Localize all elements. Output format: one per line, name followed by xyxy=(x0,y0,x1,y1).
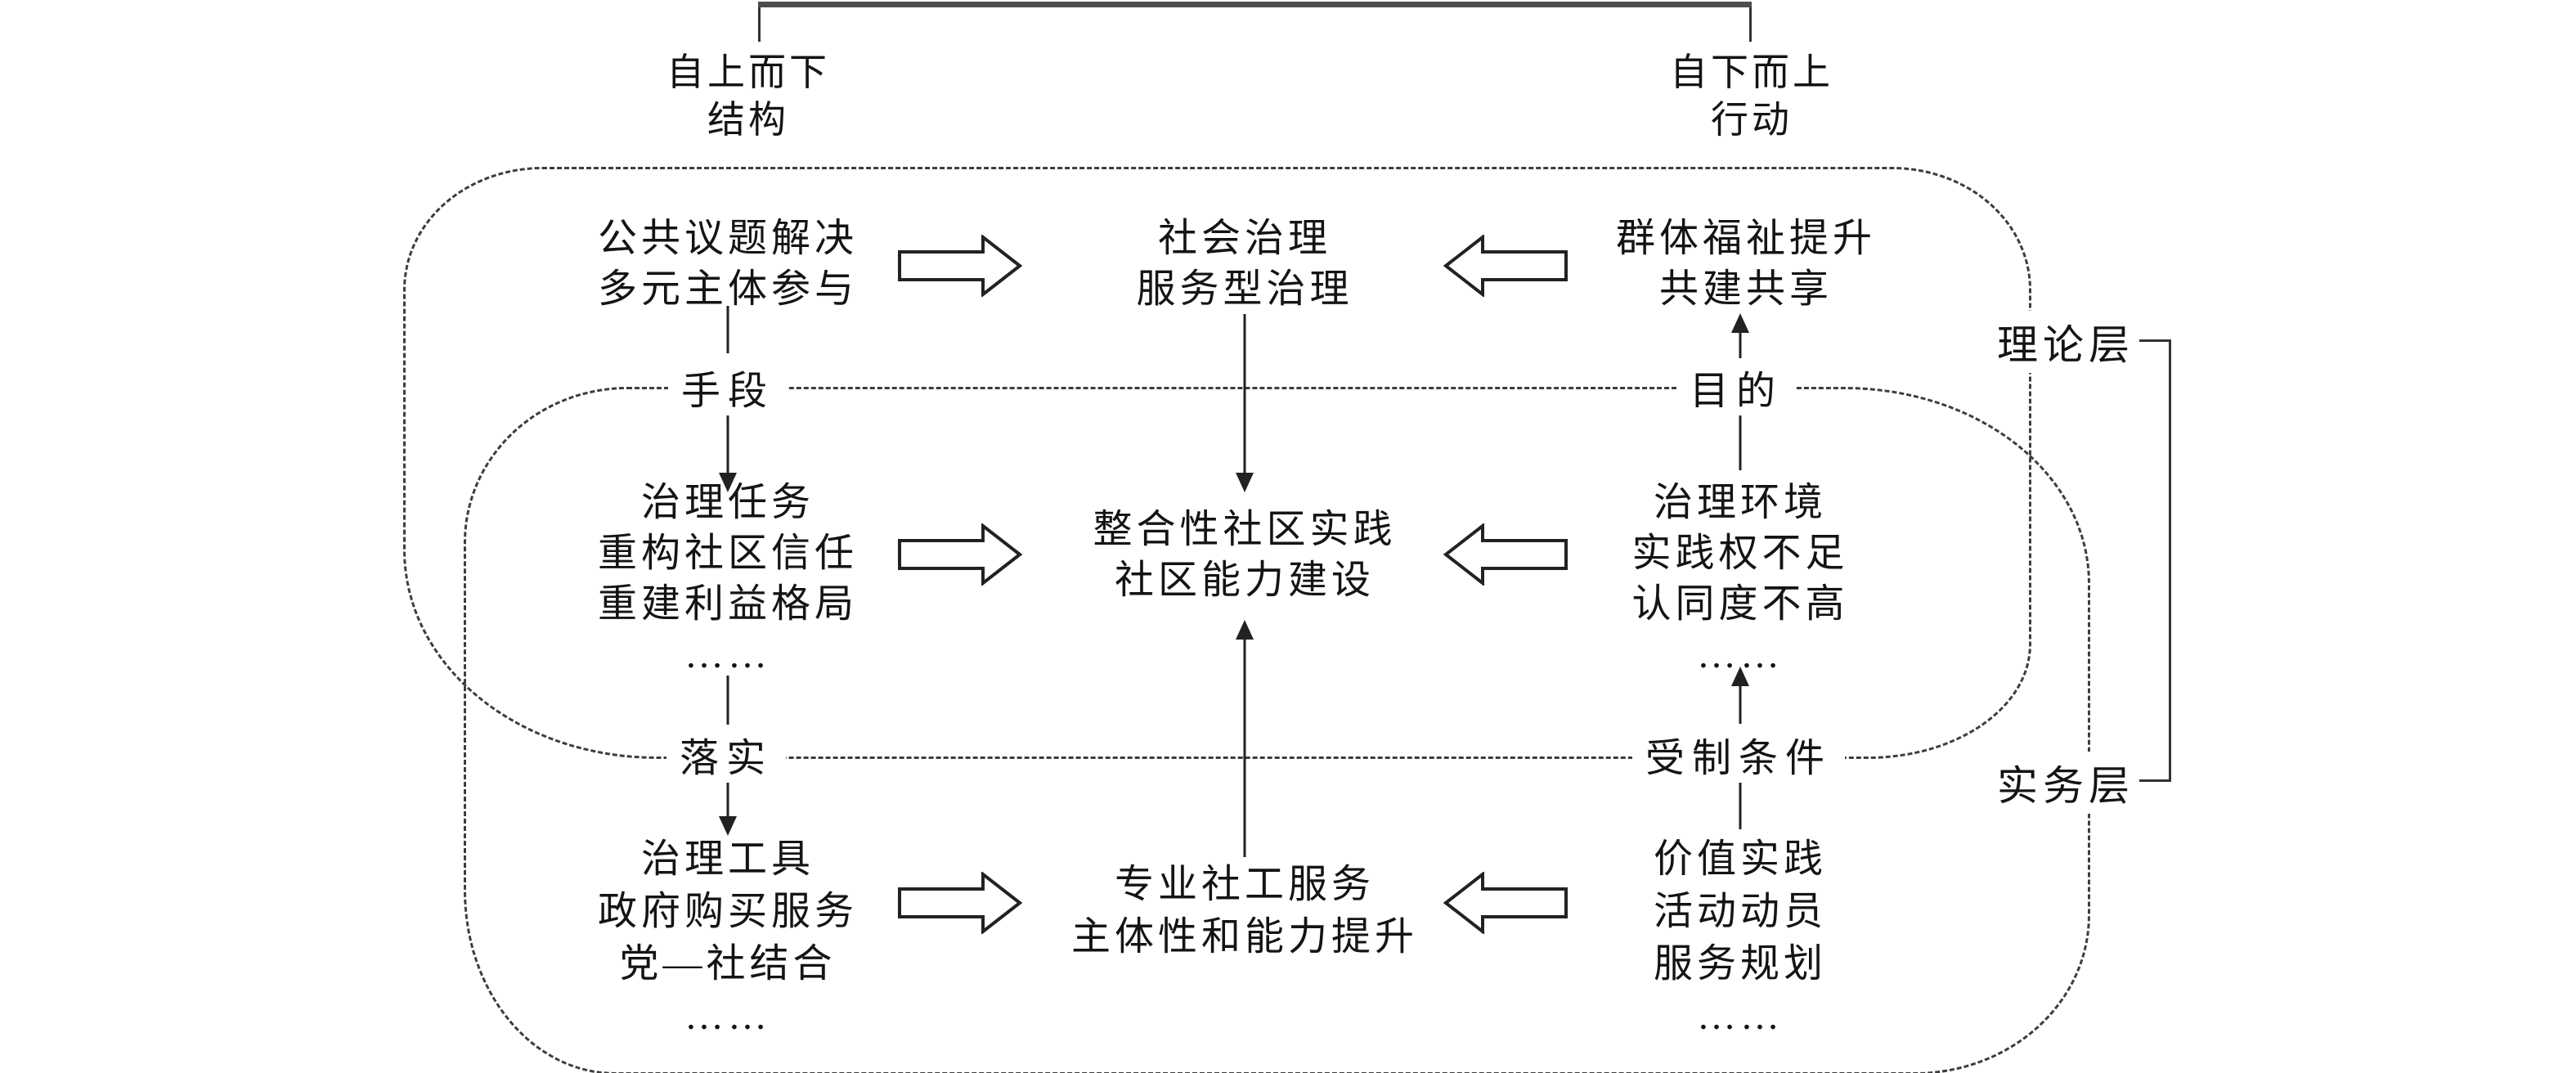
node-value-practice: 价值实践 活动动员 服务规划 …… xyxy=(1654,833,1827,1043)
layer-bracket-top-tick xyxy=(2132,339,2171,342)
label-purpose: 目的 xyxy=(1676,358,1797,415)
arrow-right-constraint-up xyxy=(1739,685,1742,724)
node-line: …… xyxy=(1696,994,1784,1038)
hollow-arrow-left-row2-icon xyxy=(1443,523,1568,586)
connector-left-2 xyxy=(726,676,729,725)
node-line: 服务型治理 xyxy=(1136,267,1353,311)
label-line: 自上而下 xyxy=(666,52,830,93)
arrow-center-up xyxy=(1243,638,1246,857)
arrowhead-down-icon xyxy=(719,816,737,836)
arrowhead-up-icon xyxy=(1731,667,1749,686)
arrow-left-implement-to-tools xyxy=(726,779,729,818)
arrow-center-down xyxy=(1243,314,1246,474)
top-bracket-left-leg xyxy=(758,7,761,42)
node-line: …… xyxy=(684,633,771,676)
layer-bracket-bottom-tick xyxy=(2132,779,2171,782)
hollow-arrow-right-row1-icon xyxy=(898,235,1022,297)
label-line: 行动 xyxy=(1711,99,1793,141)
node-line: 主体性和能力提升 xyxy=(1070,915,1419,959)
label-bottom-up-action: 自下而上 行动 xyxy=(1670,49,1833,144)
top-bracket-bar xyxy=(758,2,1752,7)
arrowhead-up-icon xyxy=(1731,313,1749,333)
label-line: 自下而上 xyxy=(1670,52,1833,93)
connector-right-2 xyxy=(1739,779,1742,829)
node-integrative-practice: 整合性社区实践 社区能力建设 xyxy=(1093,505,1396,606)
label-implement: 落实 xyxy=(666,725,787,783)
node-line: 社区能力建设 xyxy=(1114,559,1376,602)
node-line: 社会治理 xyxy=(1157,217,1332,260)
node-line: 服务规划 xyxy=(1653,942,1828,985)
node-professional-social-work: 专业社工服务 主体性和能力提升 xyxy=(1071,859,1418,963)
hollow-arrow-left-row3-icon xyxy=(1443,872,1568,934)
node-social-governance: 社会治理 服务型治理 xyxy=(1136,213,1353,315)
arrow-right-purpose-up xyxy=(1739,331,1742,358)
layer-bracket-vertical xyxy=(2169,339,2171,782)
arrow-left-means-to-tasks xyxy=(726,413,729,474)
arrowhead-down-icon xyxy=(719,473,737,492)
hollow-arrow-left-row1-icon xyxy=(1443,235,1568,297)
connector-left-1 xyxy=(726,306,729,353)
label-means: 手段 xyxy=(667,358,788,415)
label-practice-layer: 实务层 xyxy=(1992,752,2139,814)
node-line: 专业社工服务 xyxy=(1114,863,1376,906)
hollow-arrow-right-row2-icon xyxy=(898,523,1022,586)
node-line: 活动动员 xyxy=(1653,890,1828,933)
label-line: 结构 xyxy=(707,99,789,141)
label-theory-layer: 理论层 xyxy=(1992,311,2139,373)
hollow-arrow-right-row3-icon xyxy=(898,872,1022,934)
label-top-down-structure: 自上而下 结构 xyxy=(666,49,830,144)
node-line: 整合性社区实践 xyxy=(1093,508,1397,551)
arrowhead-up-icon xyxy=(1236,620,1254,640)
top-bracket-right-leg xyxy=(1749,7,1752,42)
label-constraint: 受制条件 xyxy=(1631,725,1846,783)
node-line: 价值实践 xyxy=(1653,837,1828,881)
arrowhead-down-icon xyxy=(1236,473,1254,492)
connector-right-1 xyxy=(1739,411,1742,470)
